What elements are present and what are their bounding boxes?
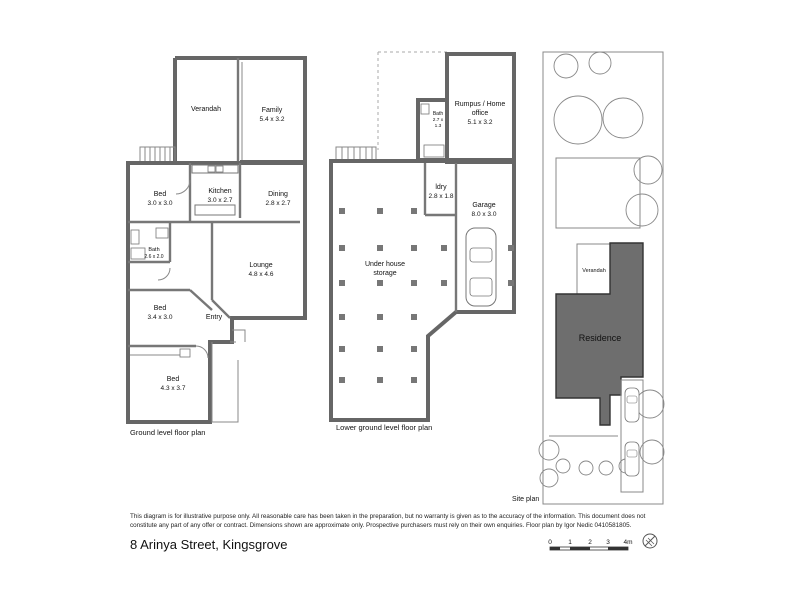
- site-residence-label: Residence: [579, 333, 622, 343]
- room-bath: Bath: [148, 247, 159, 253]
- room-rumpus-2: office: [472, 110, 489, 117]
- room-entry: Entry: [206, 314, 223, 321]
- room-lounge-dims: 4.8 x 4.6: [249, 271, 274, 278]
- room-lower-bath-dims2: 1.3: [435, 123, 442, 129]
- scale-tick-4: 4m: [623, 539, 632, 546]
- lower-steps: [335, 146, 377, 162]
- scale-bar: 0 1 2 3 4m: [548, 539, 633, 551]
- tree-icon: [539, 468, 559, 488]
- room-garage: Garage: [472, 202, 495, 209]
- room-kitchen: Kitchen: [208, 188, 231, 195]
- room-family: Family: [262, 107, 283, 114]
- ground-plan-caption: Ground level floor plan: [130, 428, 205, 437]
- car-icon: [465, 227, 497, 307]
- property-address: 8 Arinya Street, Kingsgrove: [130, 537, 288, 552]
- tree-icon: [633, 155, 663, 185]
- tree-icon: [588, 51, 612, 75]
- north-arrow-icon: [642, 533, 658, 549]
- lower-storage-outline: [329, 159, 516, 422]
- kitchen-island: [194, 204, 236, 216]
- site-plan-caption: Site plan: [512, 496, 539, 503]
- site-verandah-label: Verandah: [582, 268, 606, 274]
- bath-tub: [130, 247, 146, 260]
- room-verandah: Verandah: [191, 106, 221, 113]
- tree-icon: [538, 439, 560, 461]
- tree-icon: [578, 460, 594, 476]
- room-ldry: ldry: [435, 184, 447, 191]
- ground-level-plan: Verandah Family 5.4 x 3.2 Bed 3.0 x 3.0 …: [126, 56, 307, 437]
- room-lower-bath-dims: 2.7 x: [433, 117, 444, 123]
- room-garage-dims: 8.0 x 3.0: [472, 211, 497, 218]
- room-bed2-dims: 3.4 x 3.0: [148, 314, 173, 321]
- tree-icon: [639, 439, 665, 465]
- room-rumpus-dims: 5.1 x 3.2: [468, 119, 493, 126]
- room-lounge: Lounge: [249, 262, 272, 269]
- disclaimer-text: This diagram is for illustrative purpose…: [130, 513, 646, 529]
- tree-icon: [553, 53, 579, 79]
- room-rumpus: Rumpus / Home: [455, 101, 506, 108]
- site-pool: [555, 157, 641, 229]
- room-bath-dims: 2.6 x 2.0: [144, 254, 163, 260]
- car-icon: [624, 387, 640, 423]
- site-driveway: [620, 379, 644, 493]
- scale-tick-1: 1: [568, 539, 572, 546]
- room-bed1: Bed: [154, 191, 167, 198]
- room-family-dims: 5.4 x 3.2: [260, 116, 285, 123]
- tree-icon: [625, 193, 659, 227]
- room-lower-bath: Bath: [433, 111, 444, 117]
- site-residence: [555, 242, 644, 426]
- room-dining: Dining: [268, 191, 288, 198]
- tree-icon: [635, 389, 665, 419]
- bath-toilet: [130, 229, 140, 245]
- lower-ground-plan: Rumpus / Home office 5.1 x 3.2 Bath 2.7 …: [329, 51, 516, 432]
- scale-tick-3: 3: [606, 539, 610, 546]
- site-plan: Verandah Residence Site plan: [512, 51, 665, 505]
- ground-steps: [139, 146, 176, 164]
- room-kitchen-dims: 3.0 x 2.7: [208, 197, 233, 204]
- tree-icon: [602, 97, 644, 139]
- room-bed1-dims: 3.0 x 3.0: [148, 200, 173, 207]
- bath-vanity: [155, 227, 169, 239]
- room-bed3: Bed: [167, 376, 180, 383]
- scale-tick-2: 2: [588, 539, 592, 546]
- tree-icon: [598, 460, 614, 476]
- scale-tick-0: 0: [548, 539, 552, 546]
- tree-icon: [553, 95, 603, 145]
- room-bed2: Bed: [154, 305, 167, 312]
- lower-plan-caption: Lower ground level floor plan: [336, 423, 432, 432]
- room-bed3-dims: 4.3 x 3.7: [161, 385, 186, 392]
- tree-icon: [555, 458, 571, 474]
- entry-porch: [230, 329, 246, 343]
- kitchen-sink: [207, 165, 216, 173]
- room-dining-dims: 2.8 x 2.7: [266, 200, 291, 207]
- room-storage-2: storage: [373, 270, 396, 277]
- room-ldry-dims: 2.8 x 1.8: [429, 193, 454, 200]
- room-storage: Under house: [365, 261, 405, 268]
- car-icon: [624, 441, 640, 477]
- storage-columns: [339, 208, 514, 383]
